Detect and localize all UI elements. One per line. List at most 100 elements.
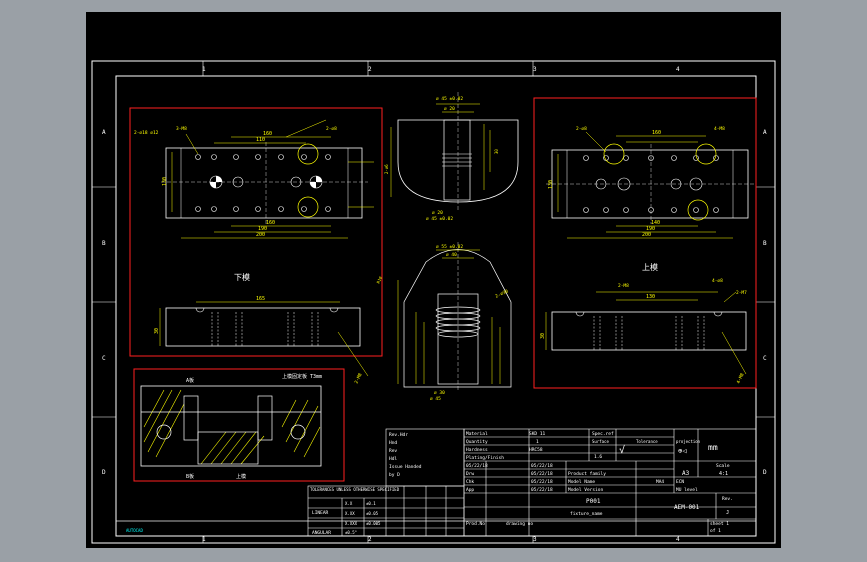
svg-text:Product family: Product family: [568, 471, 606, 477]
svg-text:130: 130: [548, 180, 554, 189]
svg-text:2-∅30: 2-∅30: [494, 288, 509, 299]
grid-row-c: C: [102, 355, 106, 362]
svg-text:R10: R10: [376, 275, 384, 284]
svg-text:ANGULAR: ANGULAR: [312, 530, 331, 536]
svg-text:05/22/18: 05/22/18: [531, 463, 553, 469]
center-part-views[interactable]: ∅ 45 ±0.02 ∅ 20 ∅ 20 ∅ 45 ±0.02 2-∅6 30 …: [376, 92, 519, 402]
svg-text:05/22/18: 05/22/18: [531, 487, 553, 493]
svg-text:∅ 45 ±0.02: ∅ 45 ±0.02: [426, 216, 453, 222]
sheet-outer-border: [91, 60, 776, 544]
svg-text:4-M8: 4-M8: [736, 372, 746, 385]
svg-text:drawing no: drawing no: [506, 521, 533, 527]
section-label-a: A板: [186, 377, 194, 384]
svg-text:∅ 45: ∅ 45: [430, 396, 441, 402]
grid-row-a-right: A: [763, 129, 767, 136]
grid-row-b: B: [102, 240, 106, 247]
svg-text:130: 130: [162, 177, 168, 186]
svg-text:of 1: of 1: [710, 528, 721, 534]
grid-col-4: 4: [676, 66, 680, 73]
hardness-value: HRC58: [529, 447, 543, 453]
svg-text:2-∅8: 2-∅8: [576, 126, 587, 132]
grid-col-1-bottom: 1: [202, 536, 206, 543]
grid-row-c-right: C: [763, 355, 767, 362]
svg-text:2-∅6: 2-∅6: [384, 164, 389, 174]
svg-text:2-M7: 2-M7: [736, 290, 747, 296]
svg-text:200: 200: [642, 232, 651, 238]
svg-text:2-M8: 2-M8: [618, 283, 629, 289]
svg-text:∅ 30: ∅ 30: [434, 390, 445, 396]
svg-text:30: 30: [540, 333, 546, 339]
svg-text:LINEAR: LINEAR: [312, 510, 329, 516]
engineering-drawing: 1 2 3 4 1 2 3 4 A B C D A B C D: [91, 60, 776, 544]
grid-row-b-right: B: [763, 240, 767, 247]
surface-label: Surface: [592, 439, 609, 444]
grid-col-3-bottom: 3: [533, 536, 537, 543]
upper-plate-title: 上模: [642, 262, 658, 272]
svg-text:Model Name: Model Name: [568, 479, 595, 485]
part-number: P001: [586, 498, 601, 505]
svg-text:Rev.Hdr: Rev.Hdr: [389, 432, 408, 438]
drawing-area-border: [115, 75, 757, 522]
svg-text:±0.5°: ±0.5°: [345, 530, 357, 535]
upper-plate-view[interactable]: 160 140 190 200 130 2-∅8 4-M8 上模 130 2-M…: [533, 97, 757, 389]
svg-text:by D: by D: [389, 472, 400, 478]
svg-text:Scale: Scale: [716, 463, 730, 469]
svg-text:110: 110: [256, 137, 265, 143]
tolerance-title: TOLERANCES UNLESS OTHERWISE SPECIFIED: [310, 487, 400, 492]
sheet-inner-border: [115, 75, 757, 537]
tolerance-block: TOLERANCES UNLESS OTHERWISE SPECIFIED LI…: [307, 485, 465, 537]
svg-text:4-M8: 4-M8: [714, 126, 725, 132]
svg-text:X.XX: X.XX: [345, 511, 355, 516]
svg-text:30: 30: [494, 149, 499, 154]
svg-text:2-M8: 2-M8: [354, 372, 364, 385]
svg-text:4-∅8: 4-∅8: [712, 278, 723, 284]
svg-text:05/22/18: 05/22/18: [531, 479, 553, 485]
svg-text:Prod.No: Prod.No: [466, 521, 485, 527]
svg-text:Drw: Drw: [466, 471, 474, 477]
plating-label: Plating/Finish: [466, 455, 504, 461]
title-block[interactable]: [463, 428, 757, 537]
grid-col-2: 2: [368, 66, 372, 73]
svg-text:Rev: Rev: [389, 448, 397, 454]
svg-text:Chk: Chk: [466, 479, 474, 485]
lower-plate-view[interactable]: 160 110 160 190 200 130 2-∅18 ∅12 3-M8 2…: [129, 107, 383, 385]
svg-text:∅ 55 ±0.02: ∅ 55 ±0.02: [436, 244, 463, 250]
svg-text:MA4: MA4: [656, 479, 664, 485]
svg-text:∅ 20: ∅ 20: [432, 210, 443, 216]
drawing-number: AEM-001: [674, 504, 700, 511]
grid-row-d-right: D: [763, 469, 767, 476]
svg-text:160: 160: [652, 130, 661, 136]
cad-viewport[interactable]: 1 2 3 4 1 2 3 4 A B C D A B C D: [86, 12, 781, 548]
svg-text:190: 190: [646, 226, 655, 232]
hardness-label: Hardness: [466, 447, 488, 453]
svg-text:130: 130: [646, 294, 655, 300]
svg-text:X.X: X.X: [345, 501, 353, 506]
svg-text:±0.1: ±0.1: [366, 501, 376, 506]
section-label-fixed: 上模固定板 T3mm: [282, 373, 322, 380]
svg-text:200: 200: [256, 232, 265, 238]
revision-value: J: [726, 510, 729, 516]
svg-text:2-∅18 ∅12: 2-∅18 ∅12: [134, 130, 159, 136]
revision-block: Rev.Hdr Hnd Rev Hdl Issue Handed by D: [385, 428, 465, 487]
svg-text:±0.005: ±0.005: [366, 521, 381, 526]
grid-col-1: 1: [202, 66, 206, 73]
svg-text:05/22/18: 05/22/18: [531, 471, 553, 477]
svg-text:∅ 40: ∅ 40: [446, 252, 457, 258]
projection-label: projection: [676, 439, 701, 444]
svg-text:3-M8: 3-M8: [176, 126, 187, 132]
svg-text:30: 30: [154, 328, 160, 334]
surface-value: 1.6: [594, 454, 602, 460]
sheet-size: A3: [682, 470, 690, 477]
surface-finish-icon: √: [619, 444, 625, 456]
svg-text:190: 190: [258, 226, 267, 232]
svg-text:Issue Handed: Issue Handed: [389, 464, 422, 470]
spec-label: Spec.ref: [592, 431, 614, 437]
units-value: mm: [708, 443, 718, 452]
title-block-text: Material SKD 11 Spec.ref Quantity 1 Hard…: [466, 431, 733, 534]
svg-text:140: 140: [651, 220, 660, 226]
grid-row-a: A: [102, 129, 106, 136]
section-view[interactable]: A板 上模固定板 T3mm B板 上模: [133, 368, 345, 482]
svg-text:∅ 20: ∅ 20: [444, 106, 455, 112]
svg-text:App: App: [466, 487, 474, 493]
svg-text:Hdl: Hdl: [389, 456, 397, 462]
